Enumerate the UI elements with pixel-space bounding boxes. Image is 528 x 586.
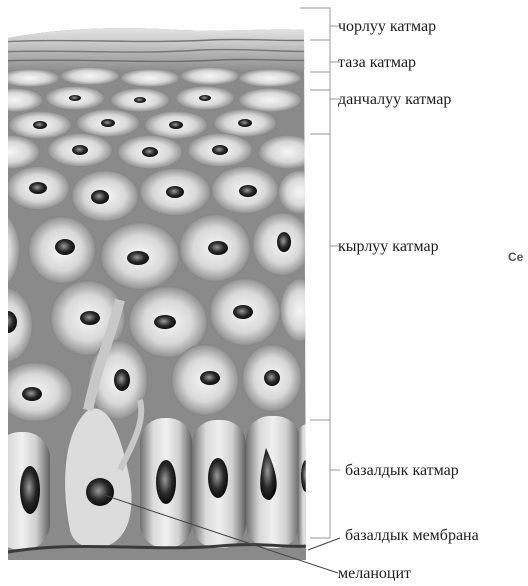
label-stratum-spinosum: кырлуу катмар (338, 238, 439, 256)
stratum-corneum-cells (0, 25, 320, 70)
tissue-section (0, 20, 322, 565)
label-melanocyte: меланоцит (338, 565, 411, 583)
label-stratum-corneum: чорлуу катмар (338, 18, 436, 36)
membrane-leader (308, 538, 340, 550)
label-stratum-basale: базалдык катмар (345, 462, 459, 480)
label-basement-membrane: базалдык мембрана (345, 527, 479, 545)
cropped-edge-text: Се (508, 250, 523, 264)
label-stratum-granulosum: данчалуу катмар (338, 91, 451, 109)
label-stratum-lucidum: таза катмар (338, 54, 416, 72)
layer-brackets (300, 8, 340, 538)
